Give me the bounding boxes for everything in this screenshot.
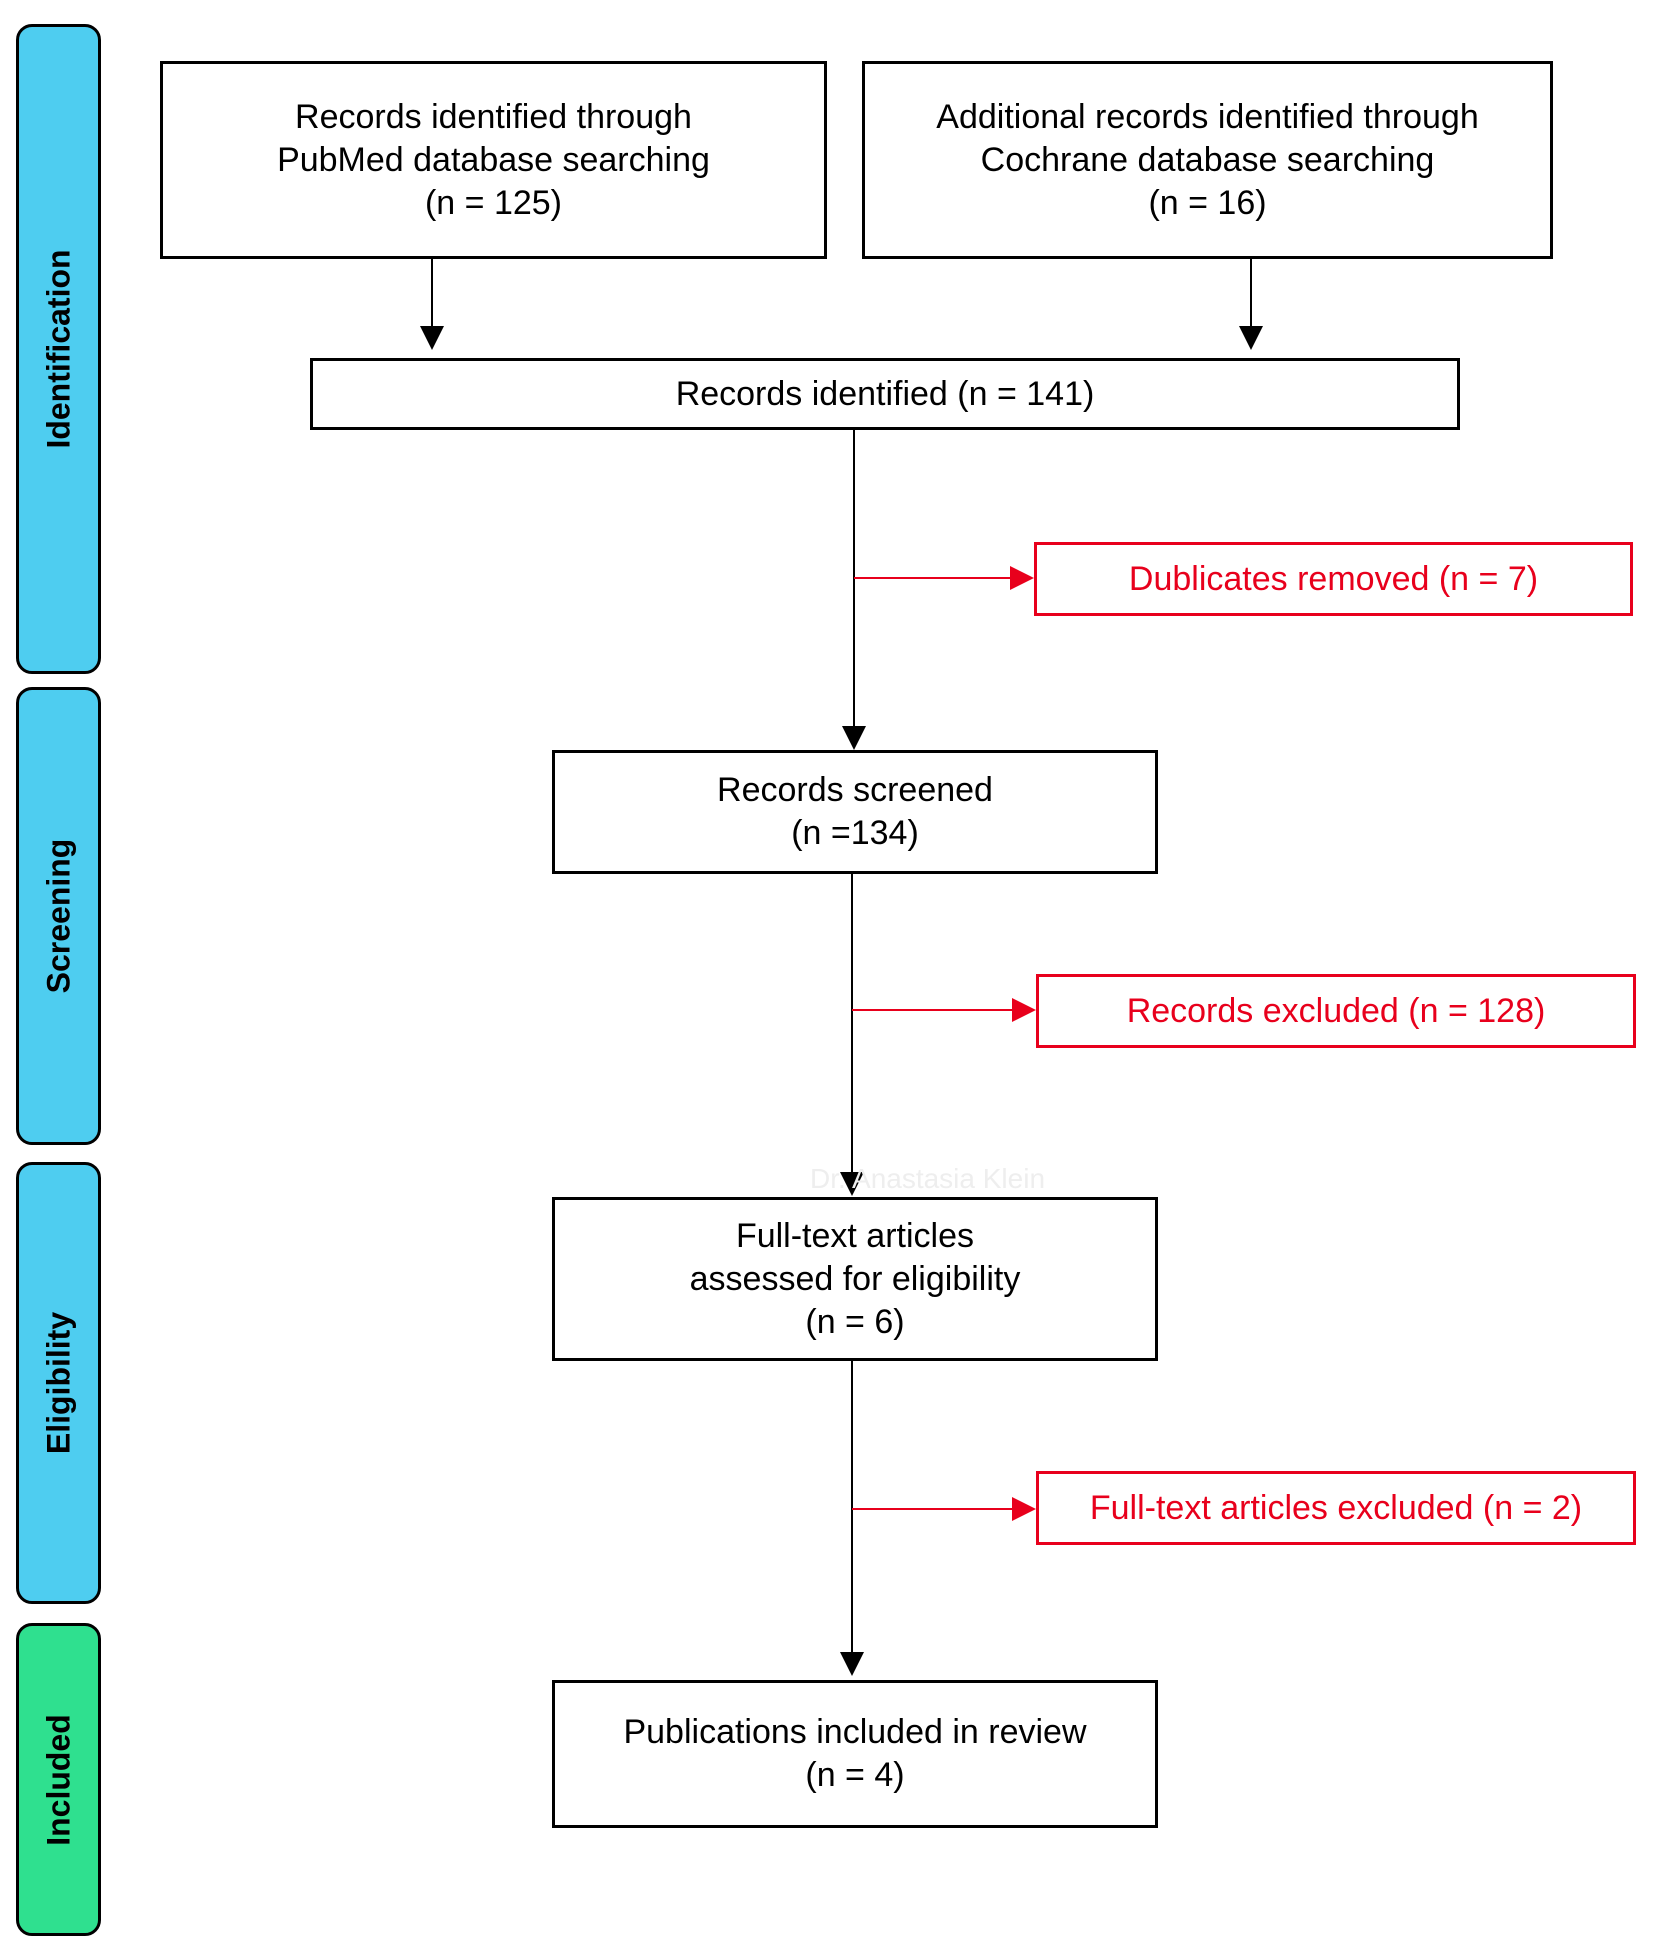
box-pubmed-records: Records identified through PubMed databa…	[160, 61, 827, 259]
screened-count: (n =134)	[791, 814, 919, 852]
phase-identification: Identification	[16, 24, 101, 674]
box-fulltext-excluded: Full-text articles excluded (n = 2)	[1036, 1471, 1636, 1545]
phase-eligibility: Eligibility	[16, 1162, 101, 1604]
box-duplicates-removed: Dublicates removed (n = 7)	[1034, 542, 1633, 616]
included-line-1: Publications included in review	[623, 1713, 1087, 1751]
arrow-to-fulltext-excluded	[852, 1497, 1036, 1521]
fulltext-line-1: Full-text articles	[735, 1216, 975, 1255]
box-records-screened: Records screened (n =134)	[552, 750, 1158, 874]
box-fulltext-assessed: Full-text articles assessed for eligibil…	[552, 1197, 1158, 1361]
pubmed-line-2: PubMed database searching	[277, 140, 710, 179]
watermark: Dr. Anastasia Klein	[810, 1163, 1046, 1194]
records-excluded-text: Records excluded (n = 128)	[1126, 991, 1546, 1030]
fulltext-count: (n = 6)	[805, 1302, 905, 1341]
arrow-pubmed-to-identified	[420, 259, 444, 350]
box-records-excluded: Records excluded (n = 128)	[1036, 974, 1636, 1048]
box-cochrane-records: Additional records identified through Co…	[862, 61, 1553, 259]
fulltext-excluded-text: Full-text articles excluded (n = 2)	[1089, 1488, 1583, 1527]
pubmed-count: (n = 125)	[424, 183, 562, 222]
cochrane-count: (n = 16)	[1148, 183, 1267, 222]
duplicates-text: Dublicates removed (n = 7)	[1128, 559, 1539, 598]
box-records-identified: Records identified (n = 141)	[310, 358, 1460, 430]
arrow-identified-to-screened	[842, 430, 866, 750]
arrow-to-records-excluded	[852, 998, 1036, 1022]
arrow-screened-to-fulltext	[840, 874, 864, 1196]
cochrane-line-1: Additional records identified through	[936, 97, 1479, 136]
cochrane-line-2: Cochrane database searching	[980, 140, 1435, 179]
phase-screening: Screening	[16, 687, 101, 1145]
pubmed-line-1: Records identified through	[295, 97, 692, 136]
arrow-fulltext-to-included	[840, 1360, 864, 1676]
box-publications-included: Publications included in review (n = 4)	[552, 1680, 1158, 1828]
phase-included: Included	[16, 1623, 101, 1936]
included-count: (n = 4)	[805, 1756, 905, 1794]
arrow-cochrane-to-identified	[1239, 259, 1263, 350]
screened-line-1: Records screened	[717, 771, 993, 809]
arrow-to-duplicates-removed	[854, 566, 1034, 590]
fulltext-line-2: assessed for eligibility	[689, 1259, 1021, 1298]
identified-text: Records identified (n = 141)	[675, 374, 1095, 413]
